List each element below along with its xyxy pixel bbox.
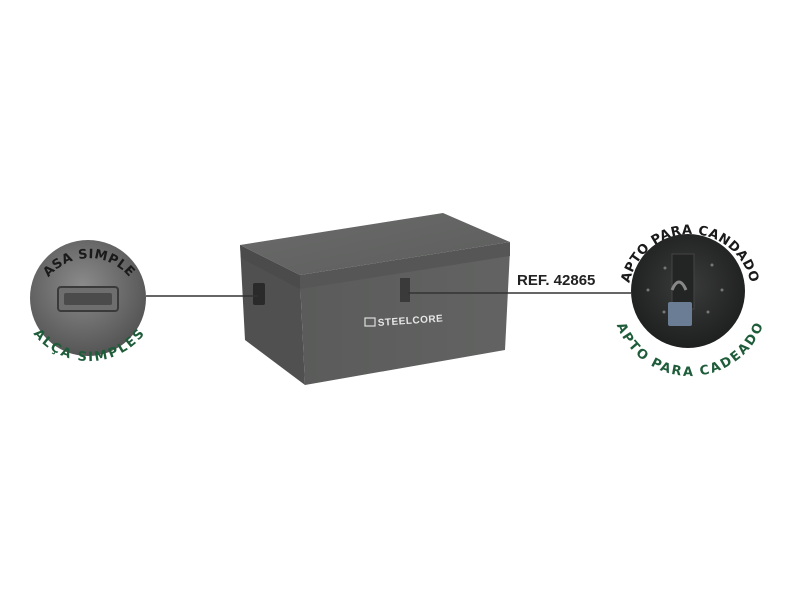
side-handle <box>253 283 265 305</box>
box-front <box>300 250 510 385</box>
handle-detail-callout: ASA SIMPLE ALÇA SIMPLES <box>30 240 147 365</box>
svg-text:STEELCORE: STEELCORE <box>377 313 443 329</box>
hasp <box>400 278 410 302</box>
reference-number: REF. 42865 <box>517 272 595 289</box>
tool-box: STEELCORE <box>240 213 510 385</box>
brand-logo: STEELCORE <box>364 313 444 329</box>
lid-lip <box>300 242 510 289</box>
padlock-detail-callout: APTO PARA CANDADO APTO PARA CADEADO <box>613 223 767 380</box>
box-lid <box>240 213 510 275</box>
